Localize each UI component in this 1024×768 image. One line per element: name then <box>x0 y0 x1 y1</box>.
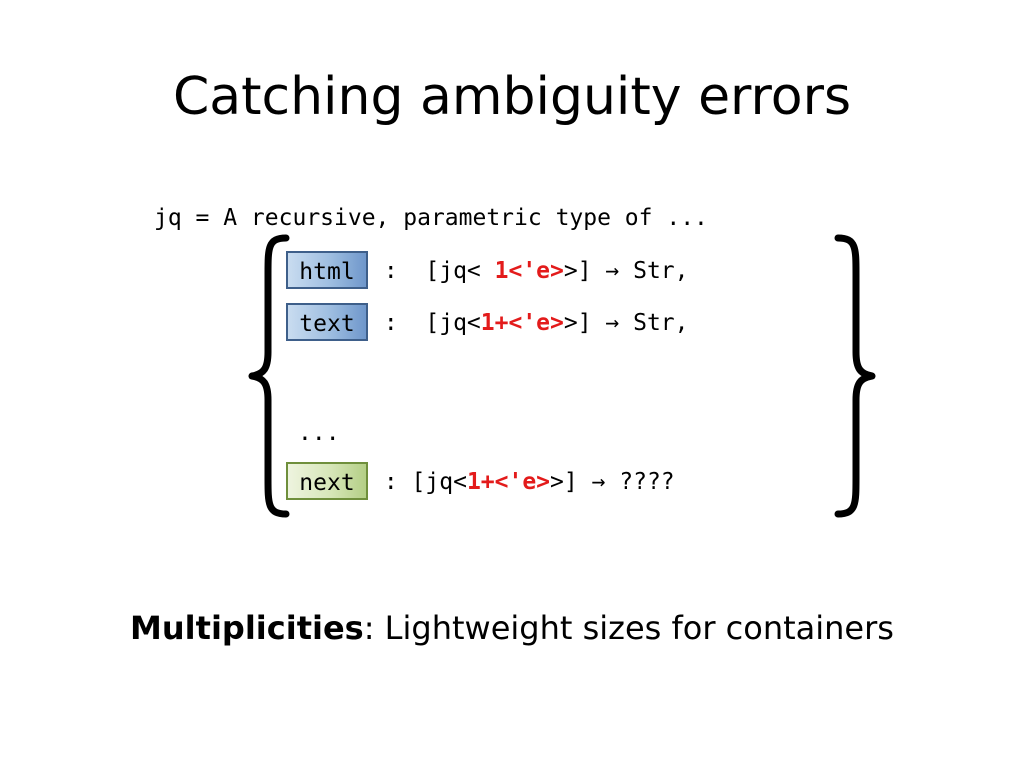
row-next-multiplicity: 1+<'e> <box>466 469 551 495</box>
right-curly-brace-icon <box>834 234 876 518</box>
field-html-tag: html <box>286 251 368 289</box>
left-curly-brace-icon <box>248 234 290 518</box>
slide-title: Catching ambiguity errors <box>172 67 852 127</box>
row-text-tail: >] → Str, <box>563 310 689 336</box>
ellipsis: ... <box>298 420 340 446</box>
row-text-multiplicity: 1+<'e> <box>480 310 564 336</box>
row-html-type: : [jq< 1<'e>>] → Str, <box>370 256 689 286</box>
row-next-sep: : [jq< <box>370 469 467 495</box>
row-text-type: : [jq<1+<'e>>] → Str, <box>370 308 689 338</box>
row-html-tail: >] → Str, <box>563 258 689 284</box>
definition-line: jq = A recursive, parametric type of ... <box>154 205 708 231</box>
field-next-tag: next <box>286 462 368 500</box>
subtitle-rest: : Lightweight sizes for containers <box>363 609 894 647</box>
field-text-tag: text <box>286 303 368 341</box>
subtitle: Multiplicities: Lightweight sizes for co… <box>0 606 1024 650</box>
subtitle-bold: Multiplicities <box>130 609 364 647</box>
row-html-multiplicity: 1<'e> <box>494 258 564 284</box>
row-text-sep: : [jq< <box>370 310 481 336</box>
row-html-sep: : [jq< <box>370 258 495 284</box>
row-next-tail: >] → ???? <box>550 469 675 495</box>
row-next-type: : [jq<1+<'e>>] → ???? <box>370 467 675 497</box>
